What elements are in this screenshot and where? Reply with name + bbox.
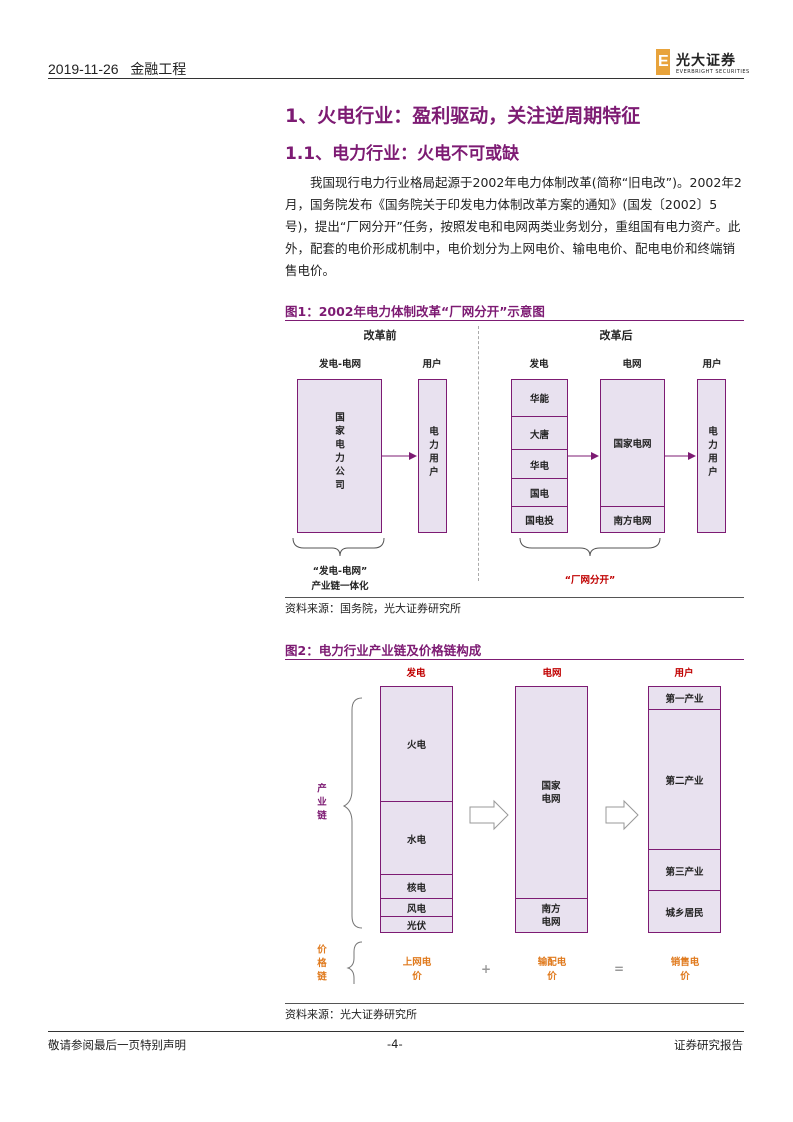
power-user-box-after: 电力用户: [697, 379, 726, 533]
power-user-box-before: 电力用户: [418, 379, 447, 533]
on-grid-price: 上网电价: [402, 957, 432, 982]
figure-1-bottom-rule: [285, 597, 744, 598]
right-brace: [519, 537, 661, 557]
figure-1-divider: [478, 326, 479, 581]
col-header-user: 用户: [674, 668, 694, 679]
grid-state-grid-2: 国家电网: [516, 687, 587, 898]
user-sectors-box: 第一产业 第二产业 第三产业 城乡居民: [648, 686, 721, 933]
footer-page-number: -4-: [387, 1037, 403, 1051]
generation-sources-box: 火电 水电 核电 风电 光伏: [380, 686, 453, 933]
generation-companies-box: 华能 大唐 华电 国电 国电投: [511, 379, 568, 533]
figure-1-source: 资料来源：国务院，光大证券研究所: [285, 602, 461, 615]
gen-company-huaneng: 华能: [529, 394, 549, 405]
transmission-distribution-price: 输配电价: [537, 957, 567, 982]
logo-text-cn: 光大证券: [676, 53, 736, 69]
figure-2-bottom-rule: [285, 1003, 744, 1004]
figure-1-top-rule: [285, 320, 744, 321]
section-heading-1-1: 1.1、电力行业：火电不可或缺: [285, 144, 520, 164]
figure-2-top-rule: [285, 659, 744, 660]
figure-2-connectors: [342, 697, 639, 984]
user-residents: 城乡居民: [649, 890, 720, 932]
gen-company-guodian: 国电: [512, 478, 567, 507]
gen-source-thermal: 火电: [406, 740, 426, 751]
user-secondary-industry: 第二产业: [649, 709, 720, 850]
industry-chain-label: 产业链: [315, 783, 326, 824]
gen-header-after: 发电: [529, 359, 549, 370]
state-power-company-box: 国家电力公司: [297, 379, 382, 533]
figure-1-title: 图1：2002年电力体制改革“厂网分开”示意图: [285, 304, 545, 319]
gen-source-solar: 光伏: [381, 916, 452, 932]
price-chain-label: 价格链: [315, 944, 326, 985]
col-header-grid: 电网: [542, 668, 562, 679]
gen-company-spic: 国电投: [512, 506, 567, 532]
power-user-label-before: 电力用户: [427, 426, 438, 480]
figure-2-source: 资料来源：光大证券研究所: [285, 1008, 417, 1021]
grid-box: 国家电网 南方电网: [515, 686, 588, 933]
grid-state-grid: 国家电网: [613, 439, 652, 450]
gen-source-nuclear: 核电: [381, 874, 452, 899]
left-caption-2: 产业链一体化: [311, 581, 369, 592]
header-divider: [48, 78, 744, 79]
section-heading-1: 1、火电行业：盈利驱动，关注逆周期特征: [285, 105, 641, 127]
retail-price: 销售电价: [670, 957, 700, 982]
user-primary-industry: 第一产业: [665, 694, 704, 705]
grid-companies-box: 国家电网 南方电网: [600, 379, 665, 533]
price-brace: [346, 941, 363, 984]
user-header-after: 用户: [702, 359, 722, 370]
grid-southern-grid-2: 南方电网: [516, 898, 587, 932]
right-caption: “厂网分开”: [564, 575, 616, 586]
grid-state-grid-2-label: 国家电网: [541, 780, 561, 805]
left-brace: [292, 537, 385, 557]
gen-company-huadian: 华电: [512, 449, 567, 479]
logo-text-en: EVERBRIGHT SECURITIES: [676, 69, 750, 75]
plus-sign: +: [480, 962, 492, 976]
body-paragraph: 我国现行电力行业格局起源于2002年电力体制改革(简称“旧电改”)。2002年2…: [285, 175, 742, 278]
user-tertiary-industry: 第三产业: [649, 849, 720, 891]
figure-1-connectors: [292, 452, 696, 557]
gen-grid-header: 发电-电网: [319, 359, 361, 370]
header-date: 2019-11-26: [48, 61, 119, 77]
col-header-generation: 发电: [406, 668, 426, 679]
user-header-before: 用户: [422, 359, 442, 370]
gen-source-wind: 风电: [381, 898, 452, 917]
after-reform-label: 改革后: [599, 329, 633, 342]
grid-southern-grid-2-label: 南方电网: [541, 903, 561, 928]
footer-divider: [48, 1031, 744, 1032]
grid-header-after: 电网: [622, 359, 642, 370]
equals-sign: =: [613, 962, 625, 976]
before-reform-label: 改革前: [363, 329, 397, 342]
state-power-company-label: 国家电力公司: [333, 412, 344, 493]
gen-source-hydro: 水电: [381, 801, 452, 875]
gen-company-datang: 大唐: [512, 416, 567, 450]
header-date-category: 2019-11-26 金融工程: [48, 59, 186, 79]
footer-report-type: 证券研究报告: [674, 1038, 743, 1052]
everbright-logo-icon: [656, 49, 670, 75]
left-caption-1: “发电-电网”: [312, 566, 368, 577]
header-category: 金融工程: [130, 61, 187, 77]
footer-disclaimer: 敬请参阅最后一页特别声明: [48, 1038, 186, 1052]
hollow-arrow-2-icon: [605, 799, 639, 831]
hollow-arrow-1-icon: [469, 799, 509, 831]
figure-2-title: 图2：电力行业产业链及价格链构成: [285, 643, 482, 658]
power-user-label-after: 电力用户: [706, 426, 717, 480]
grid-southern-grid: 南方电网: [601, 506, 664, 532]
chain-brace: [342, 697, 363, 929]
